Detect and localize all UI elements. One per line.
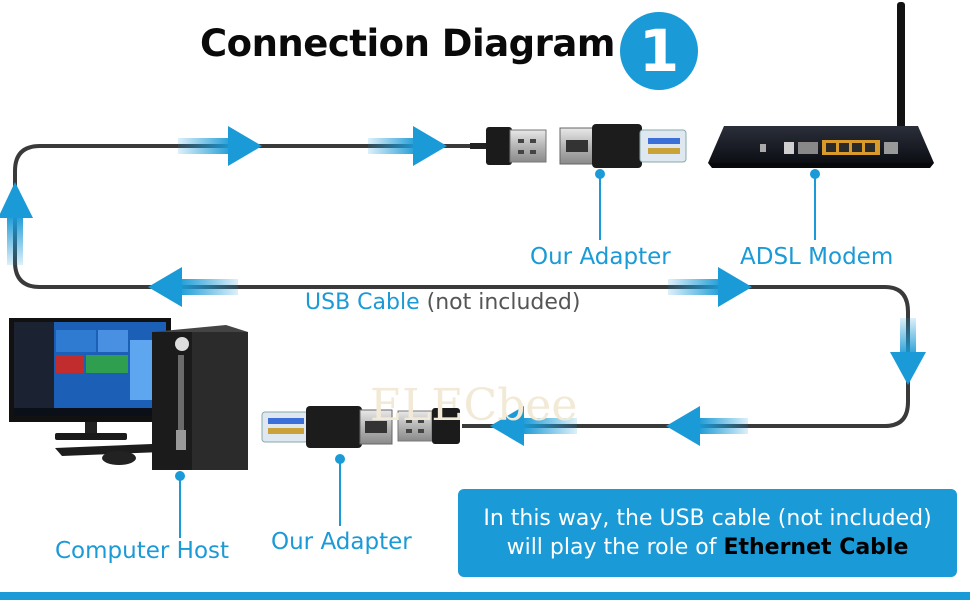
flow-arrow-top-2	[368, 126, 447, 166]
watermark: ELECbee	[370, 380, 578, 431]
flow-arrow-middle-right	[668, 267, 752, 307]
bottom-accent-bar	[0, 592, 970, 600]
computer-tower	[152, 325, 248, 470]
keyboard-mouse	[55, 444, 162, 465]
flow-arrow-bottom-2	[490, 406, 577, 446]
page-title: Connection Diagram	[200, 22, 615, 65]
adapter-bottom	[261, 406, 393, 448]
label-usb-cable-name: USB Cable	[305, 290, 420, 315]
note-line-2-prefix: will play the role of	[506, 535, 717, 560]
flow-arrow-left-up	[0, 182, 33, 265]
label-usb-cable-note: (not included)	[426, 290, 581, 315]
pointer-adapter-top	[595, 169, 605, 240]
note-line-2: will play the role of Ethernet Cable	[458, 533, 957, 562]
flow-arrow-top-1	[178, 126, 262, 166]
flow-arrow-bottom-1	[666, 406, 748, 446]
usb-cable-path	[13, 144, 910, 428]
adapter-top	[559, 124, 687, 168]
computer-monitor	[9, 318, 171, 440]
note-line-2-bold: Ethernet Cable	[723, 535, 909, 560]
pointer-adapter-bottom	[335, 454, 345, 526]
pointer-computer	[175, 471, 185, 538]
label-usb-cable: USB Cable (not included)	[305, 290, 580, 315]
step-number-badge: 1	[620, 12, 698, 90]
adsl-modem-router	[708, 2, 934, 168]
label-modem: ADSL Modem	[740, 244, 894, 270]
flow-arrow-right-down	[890, 318, 926, 385]
usb-plug-top	[470, 127, 547, 165]
label-computer: Computer Host	[55, 538, 230, 564]
label-adapter-bottom: Our Adapter	[271, 529, 412, 555]
note-line-1: In this way, the USB cable (not included…	[483, 506, 932, 531]
pointer-modem	[810, 169, 820, 240]
usb-plug-bottom	[397, 408, 460, 444]
flow-arrow-middle-left	[148, 267, 238, 307]
label-adapter-top: Our Adapter	[530, 244, 671, 270]
info-note-box: In this way, the USB cable (not included…	[458, 489, 957, 577]
